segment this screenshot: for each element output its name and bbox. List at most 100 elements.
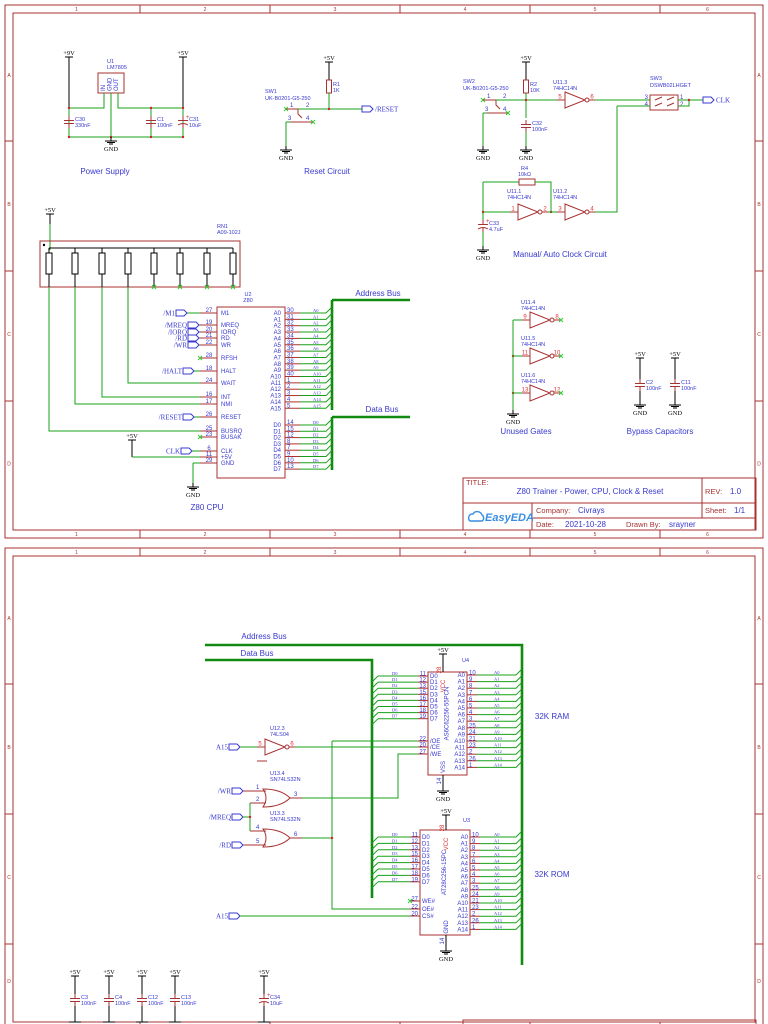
bus-entry-label: D4 [392,695,398,700]
pin-name: A0 [461,835,469,841]
resistor-icon [326,79,332,94]
net-label-flag [702,96,715,104]
label: 3 [645,95,649,101]
label: 4 [306,116,310,122]
wire [300,443,333,451]
wire [331,741,410,910]
bus-entry-label: D5 [313,452,319,457]
wire [300,338,333,346]
label: U11.2 [553,189,567,195]
label: 5 [256,839,260,845]
wire [371,718,379,726]
wire [480,876,523,884]
net-label-flag [180,447,193,455]
wire [480,896,523,904]
label: 10K [530,88,540,94]
pin-name: A5 [461,868,469,874]
column-marker: 1 [75,532,78,538]
bus-entry-label: A12 [494,911,502,916]
pin-number: 4 [469,710,473,716]
pin-name: MREQ [221,323,239,329]
junction-dot [181,135,185,139]
title-block-sheet2 [462,1019,757,1024]
row-marker: D [757,462,761,468]
pin-name: A13 [454,759,465,765]
pin-number: 17 [419,702,426,708]
net-label: CLK [716,97,730,105]
bus-entry-label: A10 [313,372,321,377]
column-marker: 6 [706,7,709,13]
bus-entry-label: A14 [494,924,502,929]
pin-name: BUSRQ [221,429,243,435]
label: 1K [333,88,340,94]
cap-value: 4.7uF [489,227,504,233]
pin-number: 20 [411,912,418,918]
sheet-2-background [0,544,768,1024]
pin-number: 25 [469,723,476,729]
pin-number: 6 [472,859,476,865]
wire [371,687,379,695]
wire [480,909,523,917]
wire [300,424,333,432]
wire [371,693,379,701]
sheet-inner-border [12,555,756,1023]
pin-number: 6 [590,95,594,101]
label: DSWB02LHGET [650,83,692,89]
pin-number: 8 [555,315,559,321]
pin-number: 17 [206,399,213,405]
cap-ref: C4 [115,995,122,1001]
vcc-pin-label: VCC [441,679,447,692]
pin-number: 33 [287,327,294,333]
pin-name: D3 [430,692,438,698]
switch-icon [495,100,501,110]
label: SN74LS32N [270,777,301,783]
or-gate-icon [262,788,291,808]
pin-number: 9 [523,315,527,321]
wire [477,708,523,716]
bus-entry-label: A10 [494,898,502,903]
net-label-flag [182,413,195,421]
net-label: A15 [216,913,229,921]
pin-number: 1 [472,925,476,931]
pin-number: 20 [206,327,213,333]
pin-name: A1 [461,842,469,848]
pin-name: D5 [430,705,438,711]
wire [480,857,523,864]
wire [300,370,333,377]
wire [300,319,333,327]
label: 74HC14N [521,306,545,312]
label: 3 [485,107,489,113]
label: U12.3 [270,726,285,732]
label: 6 [294,832,298,838]
column-marker: 1 [75,7,78,13]
wire [300,431,333,439]
wire [300,357,333,365]
power-label: +5V [440,808,452,815]
label: SW2 [463,79,475,85]
label: 3 [288,116,292,122]
net-label-flag [187,321,200,329]
drawn-by-value: srayner [669,520,696,529]
net-label-flag [228,743,241,751]
pin-number: 8 [472,846,476,852]
label: SW1 [265,89,277,95]
pin-number: 13 [419,684,426,690]
pin-number: 27 [411,897,418,903]
pin-number: 36 [287,346,294,352]
bus-entry-label: A5 [313,340,319,345]
pin-number: 14 [437,777,443,784]
pin-name: M1 [221,311,230,317]
no-connect-mark [505,110,511,116]
resistor-icon [518,178,536,186]
switch-icon [666,102,675,107]
wire [300,325,333,333]
label: UK-B0201-G5-250 [463,86,509,92]
pin-number: 10 [287,458,294,464]
no-connect-mark [558,317,564,323]
cap-value: 100nF [532,127,548,133]
wire [371,843,379,850]
label: Z80 [243,298,252,304]
pin-name: D0 [430,674,438,680]
column-marker: 4 [464,550,467,556]
